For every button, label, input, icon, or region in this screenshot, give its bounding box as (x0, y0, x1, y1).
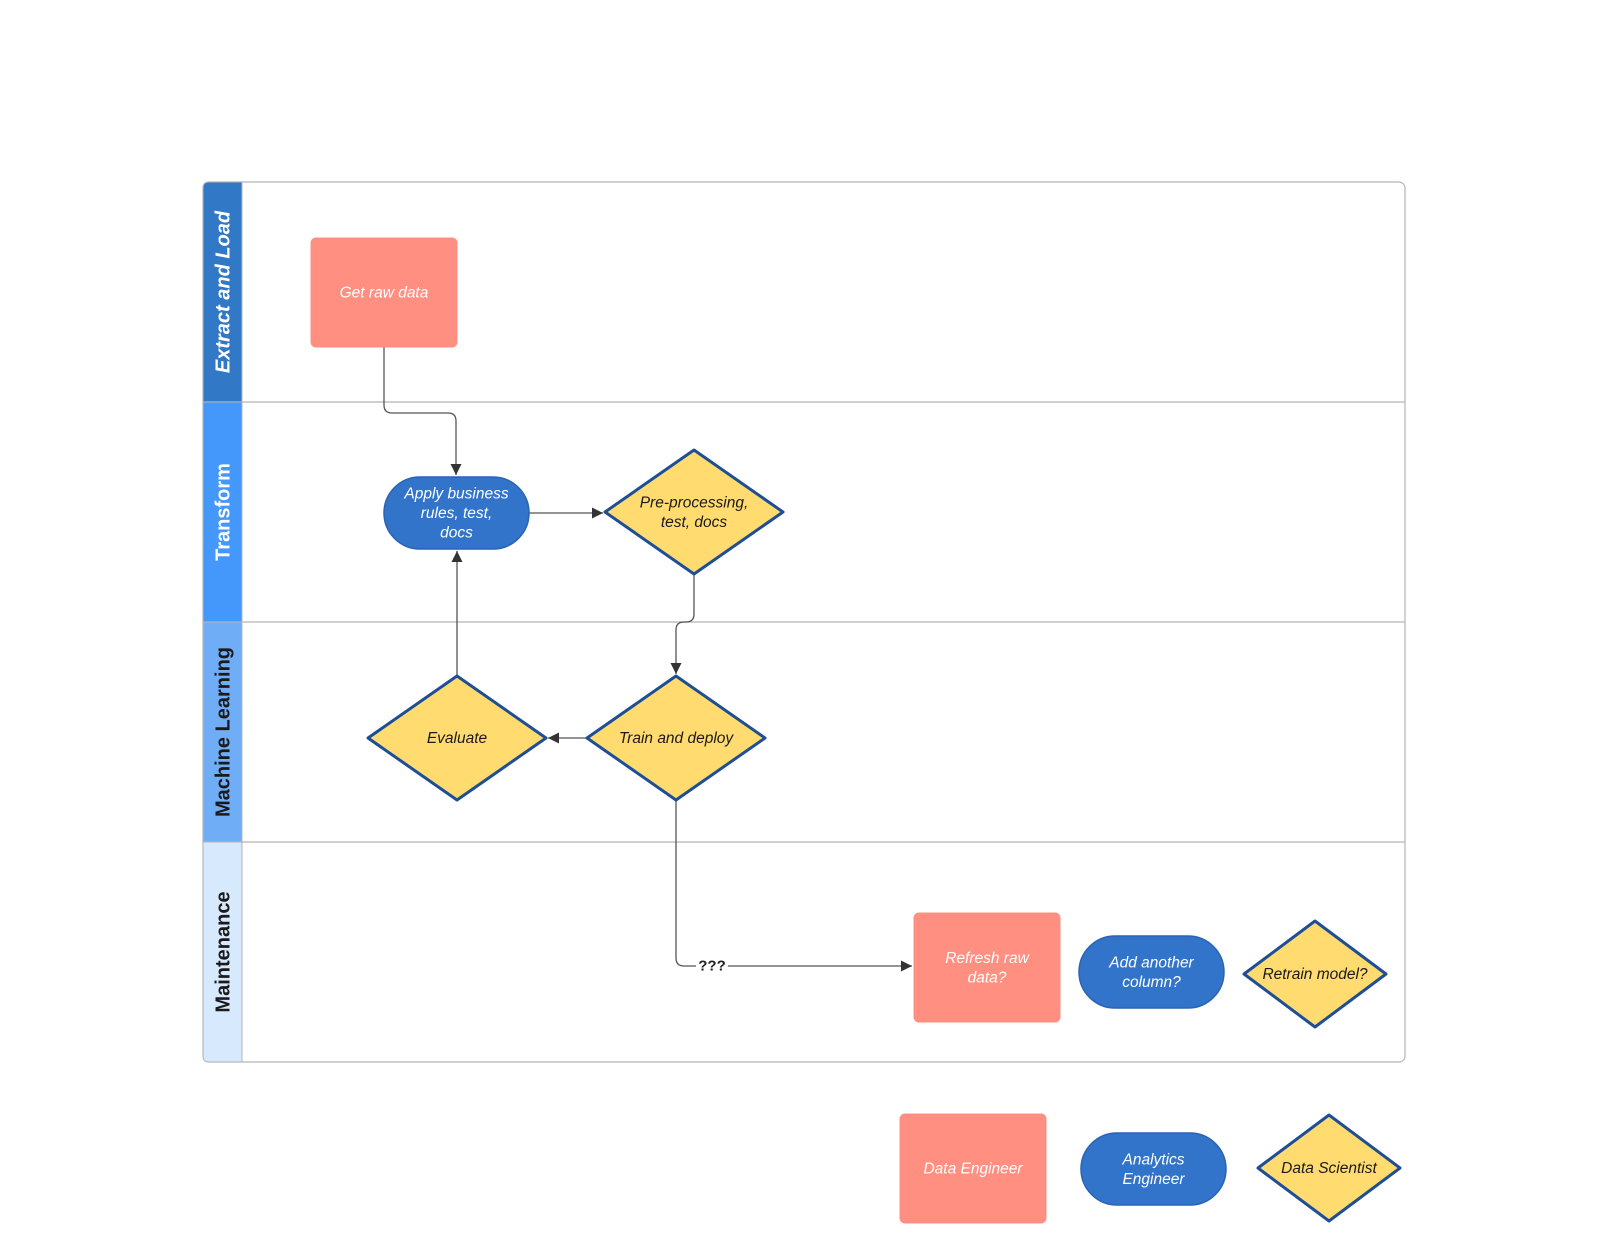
legend-analytics-engineer-label-line: Analytics (1121, 1151, 1184, 1168)
node-evaluate-shape (366, 674, 548, 802)
node-apply-business-rules-label-line: Apply business (403, 485, 509, 502)
connector-train-and-deploy-to-refresh-raw-data[interactable]: ??? (675, 800, 912, 975)
node-add-another-column-label-line: column? (1122, 973, 1181, 990)
connector-get-raw-data-to-apply-business-rules[interactable] (383, 347, 462, 475)
node-train-and-deploy[interactable]: Train and deploy (585, 674, 767, 802)
node-pre-processing-label-line: test, docs (661, 513, 728, 530)
connector-line (383, 347, 462, 475)
lane-maintenance: Maintenance (202, 841, 243, 1063)
node-retrain-model-shape (1242, 919, 1388, 1029)
node-refresh-raw-data-label: Refresh raw data? (945, 949, 1030, 986)
legend-analytics-engineer-label-line: Engineer (1122, 1170, 1185, 1187)
node-get-raw-data[interactable]: Get raw data (310, 237, 458, 348)
node-retrain-model-label: Retrain model? (1262, 966, 1367, 983)
legend-data-engineer-shape (899, 1113, 1047, 1224)
node-evaluate-label: Evaluate (427, 730, 488, 747)
connector-line (675, 800, 912, 972)
lane-label-extract: Extract and Load (213, 210, 235, 373)
node-apply-business-rules-shape (383, 476, 530, 550)
node-get-raw-data-label-line: Get raw data (340, 284, 429, 301)
node-train-and-deploy-shape (585, 674, 767, 802)
node-pre-processing-label: Pre-processing, test, docs (640, 494, 749, 531)
connector-label-background (696, 957, 728, 975)
node-refresh-raw-data-shape (913, 912, 1061, 1023)
node-refresh-raw-data-label-line: Refresh raw (945, 949, 1030, 966)
connector-label: ??? (698, 958, 726, 975)
node-train-and-deploy-label-line: Train and deploy (619, 730, 735, 747)
lane-label-maintenance: Maintenance (213, 891, 235, 1012)
node-pre-processing-shape (603, 448, 785, 576)
lane-extract: Extract and Load (202, 181, 1405, 403)
lane-ml: Machine Learning (202, 621, 1405, 843)
node-pre-processing-label-line: Pre-processing, (640, 494, 749, 511)
lane-label-ml: Machine Learning (213, 647, 235, 817)
legend-data-engineer[interactable]: Data Engineer (899, 1113, 1047, 1224)
connectors: ??? (383, 347, 912, 975)
lane-label-transform: Transform (213, 463, 235, 561)
node-get-raw-data-label: Get raw data (340, 284, 429, 301)
lane-header-maintenance (202, 841, 243, 1063)
node-retrain-model-label-line: Retrain model? (1262, 966, 1367, 983)
node-apply-business-rules[interactable]: Apply business rules, test, docs (383, 476, 530, 550)
node-add-another-column[interactable]: Add another column? (1078, 935, 1225, 1009)
node-train-and-deploy-label: Train and deploy (619, 730, 735, 747)
node-add-another-column-label-line: Add another (1108, 954, 1194, 971)
node-retrain-model[interactable]: Retrain model? (1242, 919, 1388, 1029)
legend-data-scientist-label-line: Data Scientist (1281, 1160, 1377, 1177)
node-get-raw-data-shape (310, 237, 458, 348)
node-refresh-raw-data-label-line: data? (968, 969, 1007, 986)
lane-header-extract (202, 181, 243, 403)
node-refresh-raw-data[interactable]: Refresh raw data? (913, 912, 1061, 1023)
legend-data-scientist-label: Data Scientist (1281, 1160, 1377, 1177)
legend-data-scientist-shape (1256, 1113, 1402, 1223)
connector-line (670, 574, 695, 674)
legend-data-engineer-label: Data Engineer (923, 1160, 1023, 1177)
connector-pre-processing-to-train-and-deploy[interactable] (670, 574, 695, 674)
node-add-another-column-label: Add another column? (1108, 954, 1194, 991)
node-apply-business-rules-label-line: docs (440, 524, 473, 541)
legend-analytics-engineer-shape (1080, 1132, 1227, 1206)
lane-transform: Transform (202, 401, 1405, 623)
node-add-another-column-shape (1078, 935, 1225, 1009)
node-apply-business-rules-label: Apply business rules, test, docs (403, 485, 509, 541)
legend-data-scientist[interactable]: Data Scientist (1256, 1113, 1402, 1223)
node-pre-processing[interactable]: Pre-processing, test, docs (603, 448, 785, 576)
node-evaluate[interactable]: Evaluate (366, 674, 548, 802)
node-apply-business-rules-label-line: rules, test, (421, 505, 493, 522)
node-evaluate-label-line: Evaluate (427, 730, 488, 747)
legend-data-engineer-label-line: Data Engineer (923, 1160, 1023, 1177)
